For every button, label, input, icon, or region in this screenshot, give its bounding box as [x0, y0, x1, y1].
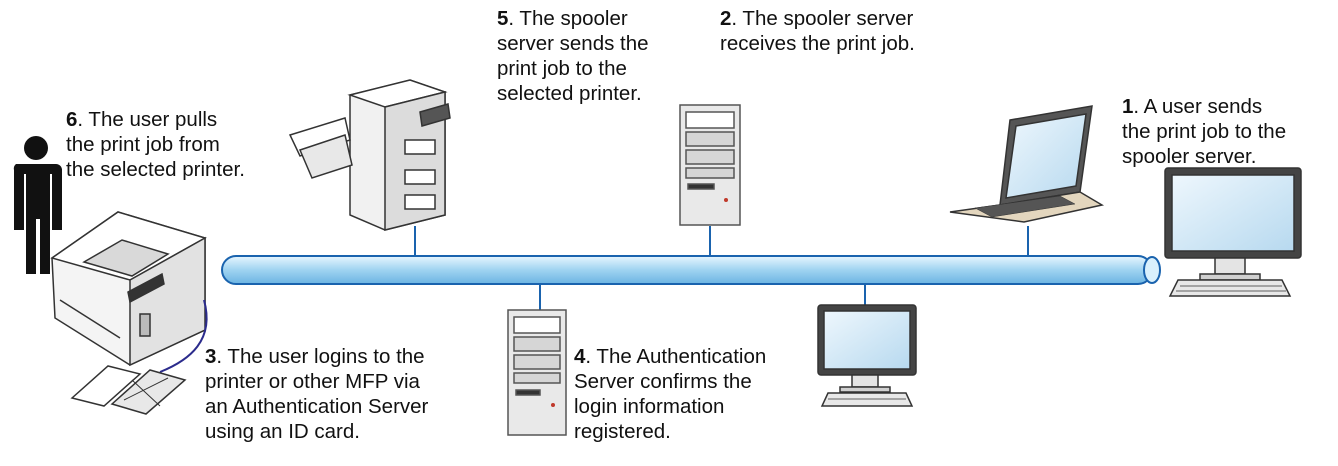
network-connectors: [414, 226, 1029, 310]
desktop-monitor-icon: [1164, 167, 1302, 297]
step-text: . The user logins to the printer or othe…: [205, 345, 429, 443]
step-text: . The spooler server sends the print job…: [497, 7, 649, 105]
step-4-label: 4. The Authentication Server confirms th…: [574, 344, 766, 444]
step-text: . The spooler server receives the print …: [720, 7, 915, 55]
step-number: 3: [205, 345, 217, 368]
mfp-copier-icon: [288, 79, 451, 231]
step-number: 1: [1122, 95, 1134, 118]
step-6-label: 6. The user pulls the print job from the…: [66, 107, 245, 182]
auth-server-tower-icon: [507, 309, 567, 436]
step-text: . The Authentication Server confirms the…: [574, 345, 767, 443]
step-1-label: 1. A user sends the print job to the spo…: [1122, 94, 1286, 169]
spooler-server-tower-icon: [679, 104, 741, 226]
id-card-reader-icon: [70, 365, 187, 415]
step-number: 4: [574, 345, 586, 368]
person-icon: [13, 136, 63, 274]
laser-printer-icon: [50, 211, 207, 367]
step-text: . The user pulls the print job from the …: [66, 108, 245, 181]
step-number: 5: [497, 7, 509, 30]
id-card-cable: [159, 299, 208, 373]
step-text: . A user sends the print job to the spoo…: [1122, 95, 1287, 168]
step-number: 2: [720, 7, 732, 30]
step-number: 6: [66, 108, 78, 131]
laptop-icon: [949, 105, 1105, 223]
step-2-label: 2. The spooler server receives the print…: [720, 6, 915, 56]
step-5-label: 5. The spooler server sends the print jo…: [497, 6, 649, 106]
network-backbone: [221, 255, 1161, 285]
step-3-label: 3. The user logins to the printer or oth…: [205, 344, 428, 444]
desktop-monitor-icon: [817, 304, 917, 407]
